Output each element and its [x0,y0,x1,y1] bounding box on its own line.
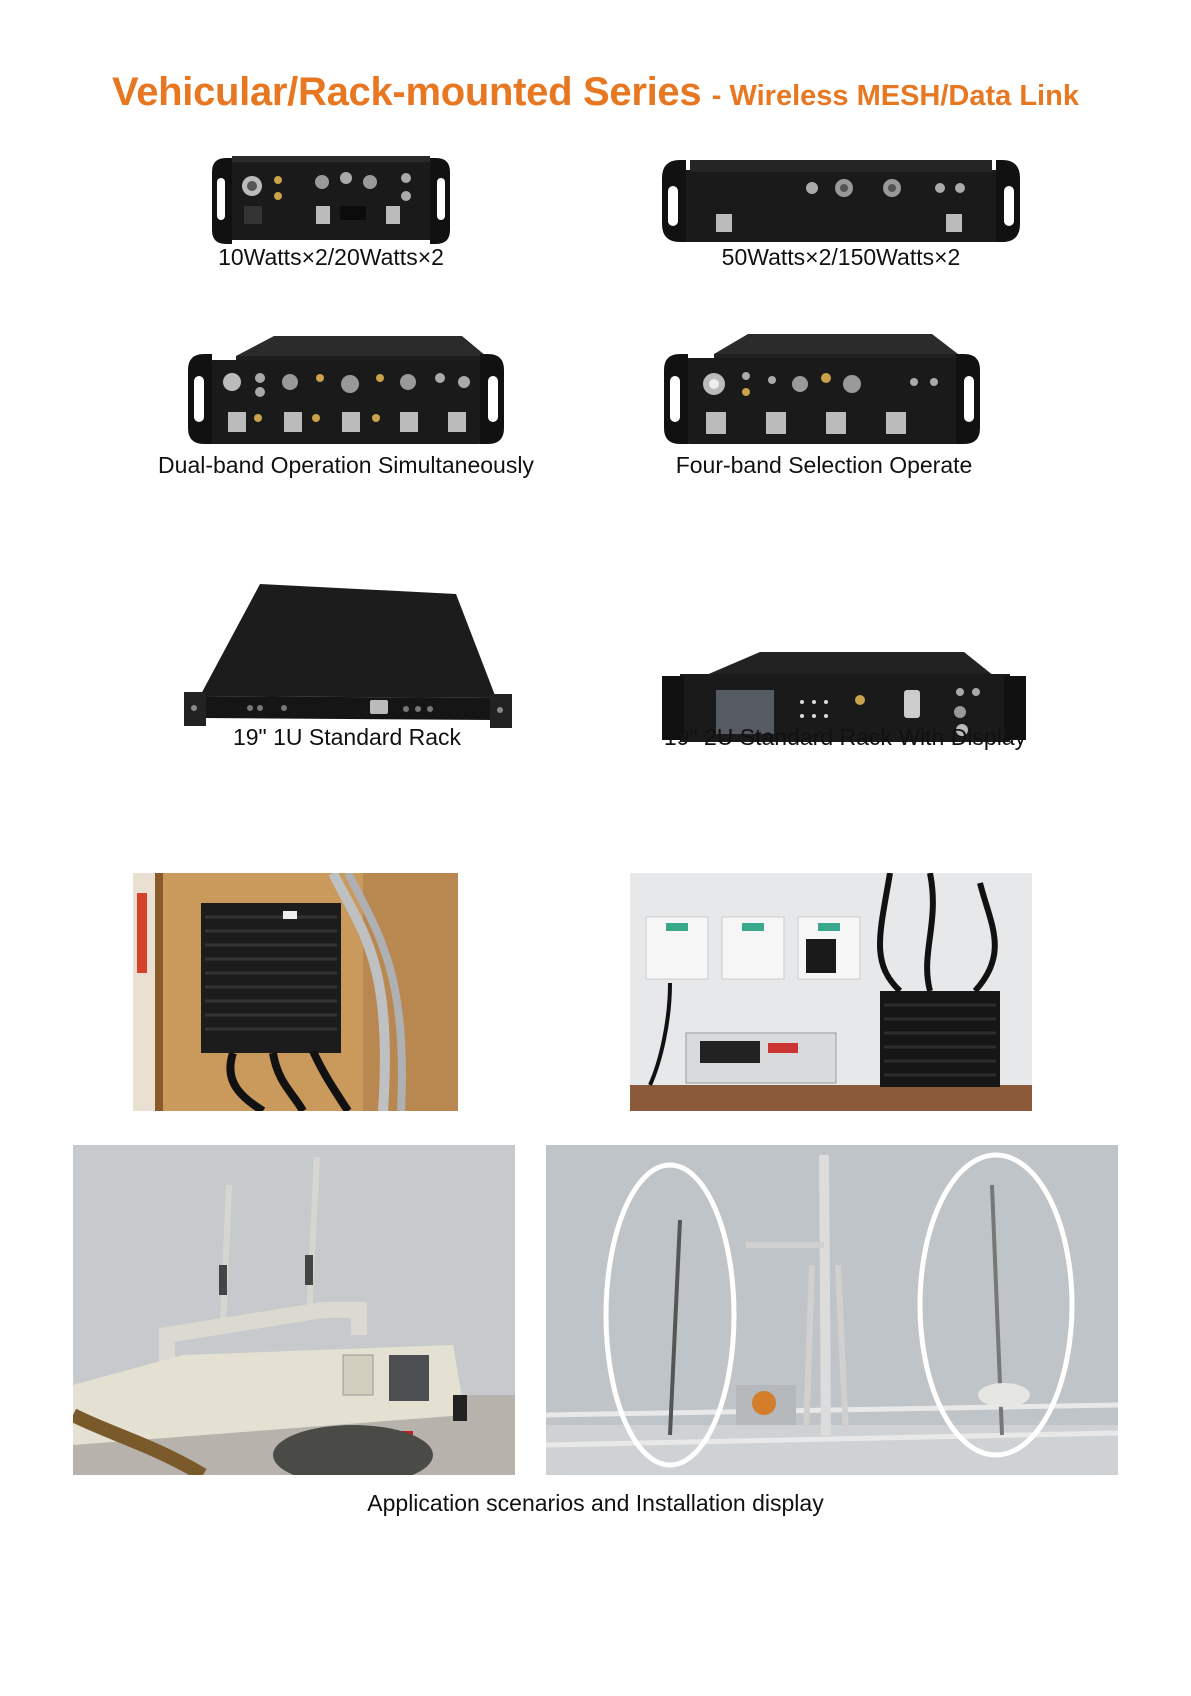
application-photo-indoor [630,873,1032,1111]
application-photo-wall-mount [133,873,458,1111]
application-photo-vehicle [73,1145,515,1475]
application-photo-ship-mast [546,1145,1118,1475]
applications-caption: Application scenarios and Installation d… [367,1490,824,1516]
product-caption-1: 10Watts×2/20Watts×2 [218,244,444,270]
product-image-2 [660,152,1022,248]
product-caption-3: Dual-band Operation Simultaneously [158,452,534,478]
title-subtitle: - Wireless MESH/Data Link [711,80,1079,112]
product-caption-5: 19" 1U Standard Rack [232,724,462,750]
product-image-5 [180,580,514,730]
title-main: Vehicular/Rack-mounted Series [112,70,702,114]
product-caption-6: 19" 2U Standard Rack With Display [663,724,1027,750]
page-title: Vehicular/Rack-mounted Series - Wireless… [0,70,1191,115]
product-image-6 [660,650,1028,746]
product-image-1 [210,152,452,248]
product-image-4 [662,330,982,450]
product-image-3 [186,330,506,450]
product-caption-2: 50Watts×2/150Watts×2 [721,244,961,270]
product-caption-4: Four-band Selection Operate [675,452,973,478]
